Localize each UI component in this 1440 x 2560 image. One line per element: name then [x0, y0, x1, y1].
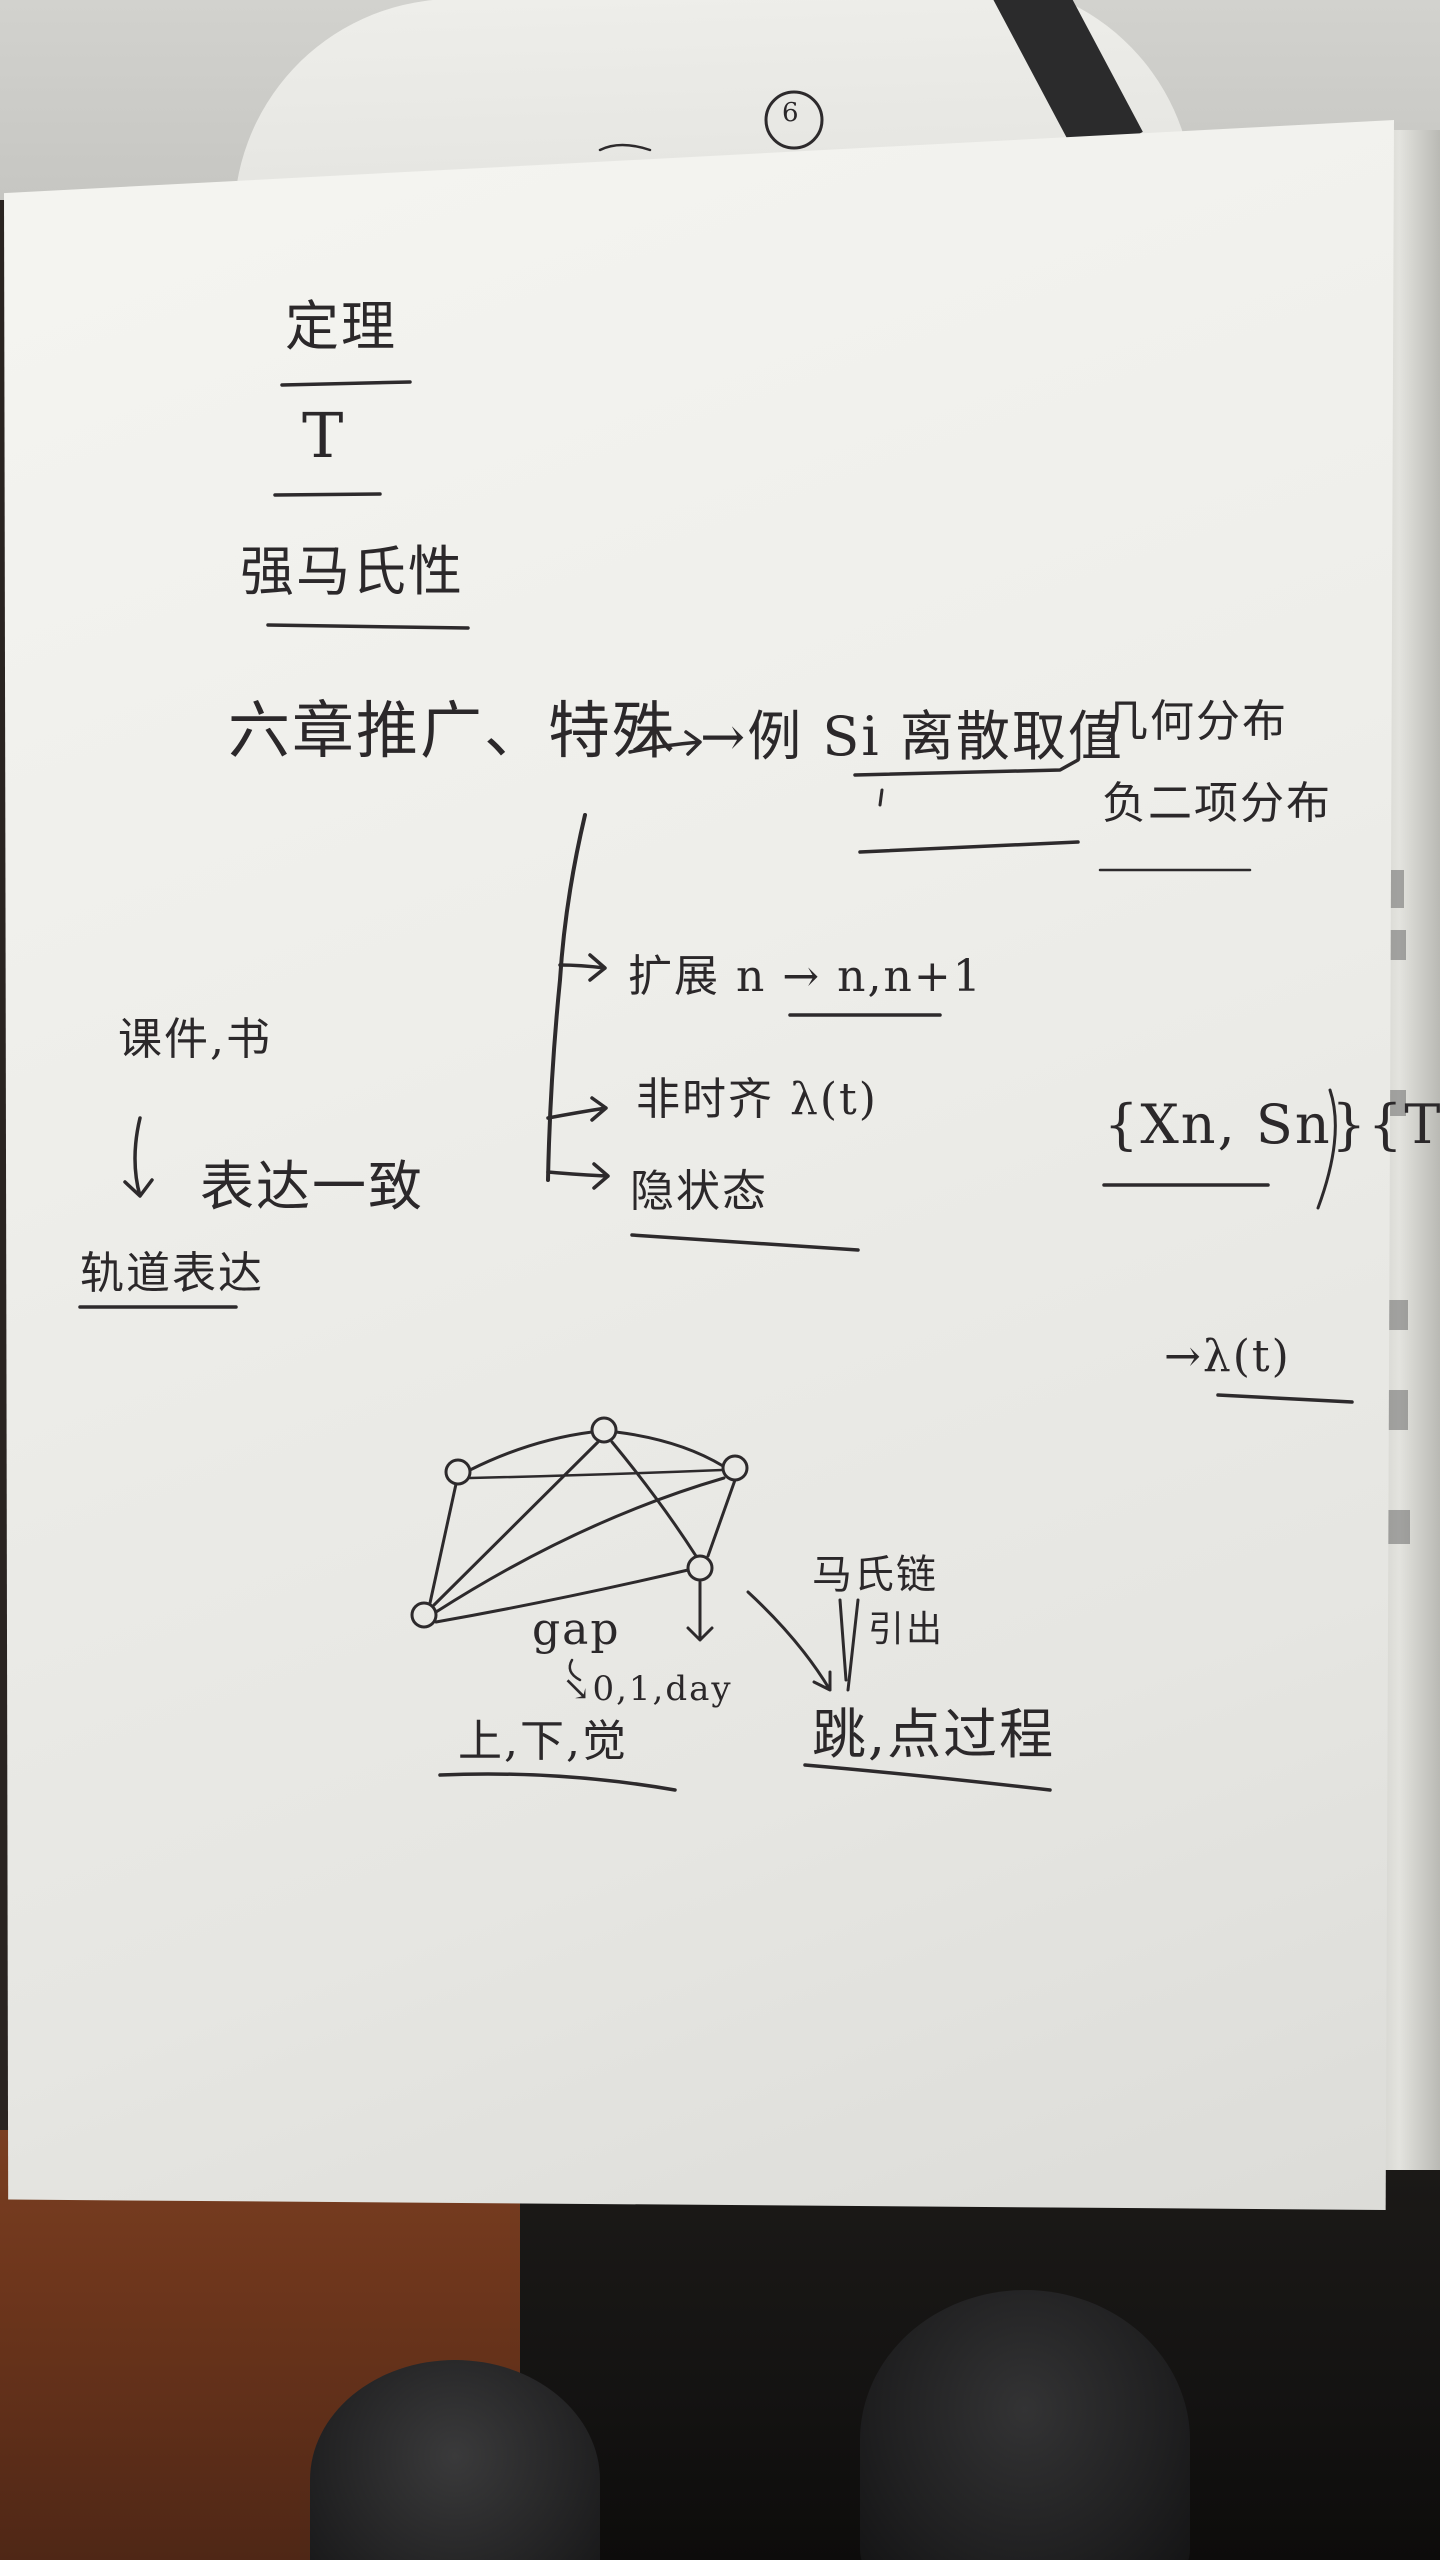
- discrete-underline: [853, 758, 1080, 777]
- note-theorem: 定理: [285, 295, 397, 358]
- theorem-underline: [280, 380, 412, 387]
- note-extend: 扩展 n → n,n+1: [628, 951, 983, 1002]
- note-hidden-state: 隐状态: [630, 1166, 768, 1217]
- note-gap: gap: [532, 1604, 621, 1655]
- note-t-symbol: T: [302, 399, 346, 472]
- note-markov: 强马氏性: [240, 540, 464, 603]
- note-jump-process: 跳,点过程: [812, 1703, 1056, 1766]
- t-underline: [273, 492, 382, 497]
- notebook-page: [4, 120, 1394, 2210]
- note-trajectory: 轨道表达: [80, 1248, 264, 1299]
- note-example-discrete: →例 Si 离散取值: [700, 705, 1124, 768]
- right-shoe: [860, 2290, 1190, 2560]
- note-set-notation: {Xn, Sn}{Tn}?: [1104, 1093, 1440, 1156]
- note-courseware: 课件,书: [118, 1014, 272, 1065]
- markov-underline: [266, 623, 470, 630]
- corner-circle: [764, 90, 824, 150]
- note-derive: 引出: [868, 1609, 945, 1650]
- note-gap-detail: ↘0,1,day: [562, 1669, 733, 1709]
- note-negative-binomial: 负二项分布: [1102, 778, 1332, 829]
- note-express: 表达一致: [200, 1155, 424, 1218]
- note-markov-chain: 马氏链: [812, 1552, 938, 1598]
- left-shoe: [310, 2360, 600, 2560]
- note-lambda: →λ(t): [1164, 1331, 1291, 1382]
- note-corner-number: 6: [782, 98, 801, 128]
- branch-line: [546, 813, 587, 1182]
- note-chapter: 六章推广、特殊: [228, 694, 677, 767]
- note-geometric: 几何分布: [1104, 696, 1288, 747]
- note-up-down: 上,下,觉: [458, 1716, 628, 1767]
- note-non-homogeneous: 非时齐 λ(t): [636, 1074, 878, 1125]
